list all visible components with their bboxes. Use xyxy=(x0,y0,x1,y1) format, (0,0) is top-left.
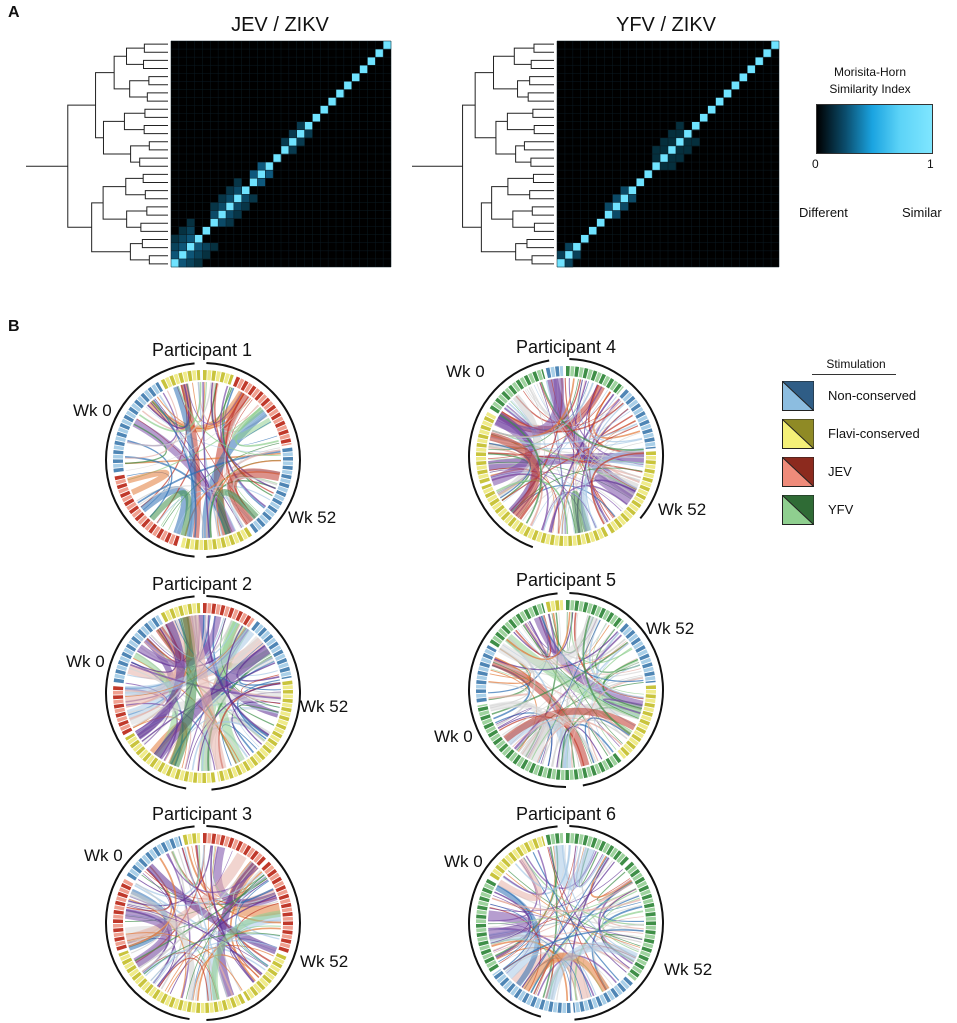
colorbar-title: Morisita-Horn Similarity Index xyxy=(790,64,950,98)
participant-2-wk0-label: Wk 0 xyxy=(66,652,105,671)
stimulation-legend-rule xyxy=(812,374,896,375)
participant-1-wk0-label: Wk 0 xyxy=(73,401,112,420)
swatch-flavi-conserved xyxy=(782,419,814,449)
colorbar-title-line1: Morisita-Horn xyxy=(833,65,906,79)
colorbar-tick-max: 1 xyxy=(927,157,934,171)
stimulation-legend-title: Stimulation xyxy=(826,357,886,371)
heatmap-title-jev: JEV / ZIKV xyxy=(231,14,329,36)
participant-4-title: Participant 4 xyxy=(515,337,617,357)
heatmap-title-yfv: YFV / ZIKV xyxy=(615,14,717,36)
colorbar-label-max: Similar xyxy=(902,205,942,220)
legend-label-jev: JEV xyxy=(828,464,852,479)
participant-5-title: Participant 5 xyxy=(515,570,617,590)
participant-3-wk52-label: Wk 52 xyxy=(300,952,349,971)
dendrogram-jev xyxy=(26,43,168,265)
participant-6-title: Participant 6 xyxy=(515,804,617,824)
participant-5-wk52-label: Wk 52 xyxy=(646,619,695,638)
heatmap-yfv xyxy=(556,40,780,268)
chord-diagram-participant-1 xyxy=(105,362,301,558)
colorbar-label-min: Different xyxy=(799,205,848,220)
chord-diagram-participant-4 xyxy=(468,358,664,549)
panel-a-label: A xyxy=(8,4,20,21)
chord-diagram-participant-5 xyxy=(468,592,664,788)
legend-label-flavi-conserved: Flavi-conserved xyxy=(828,426,920,441)
chord-diagram-participant-6 xyxy=(468,825,664,1021)
colorbar-gradient xyxy=(816,104,933,154)
legend-label-yfv: YFV xyxy=(828,502,854,517)
swatch-jev xyxy=(782,457,814,487)
dendrogram-yfv xyxy=(412,43,554,265)
participant-1-title: Participant 1 xyxy=(151,340,253,360)
colorbar-title-line2: Similarity Index xyxy=(829,82,911,96)
participant-3-wk0-label: Wk 0 xyxy=(84,846,123,865)
participant-2-wk52-label: Wk 52 xyxy=(300,697,349,716)
participant-2-title: Participant 2 xyxy=(151,574,253,594)
participant-4-wk52-label: Wk 52 xyxy=(658,500,707,519)
swatch-non-conserved xyxy=(782,381,814,411)
participant-1-wk52-label: Wk 52 xyxy=(288,508,337,527)
participant-6-wk0-label: Wk 0 xyxy=(444,852,483,871)
chord-diagram-participant-3 xyxy=(105,825,301,1021)
panel-b-label: B xyxy=(8,318,20,335)
participant-5-wk0-label: Wk 0 xyxy=(434,727,473,746)
chord-diagram-participant-2 xyxy=(105,595,301,791)
colorbar-tick-min: 0 xyxy=(812,157,819,171)
heatmap-jev xyxy=(170,40,392,268)
legend-label-non-conserved: Non-conserved xyxy=(828,388,917,403)
participant-6-wk52-label: Wk 52 xyxy=(664,960,713,979)
participant-4-wk0-label: Wk 0 xyxy=(446,362,485,381)
swatch-yfv xyxy=(782,495,814,525)
participant-3-title: Participant 3 xyxy=(151,804,253,824)
